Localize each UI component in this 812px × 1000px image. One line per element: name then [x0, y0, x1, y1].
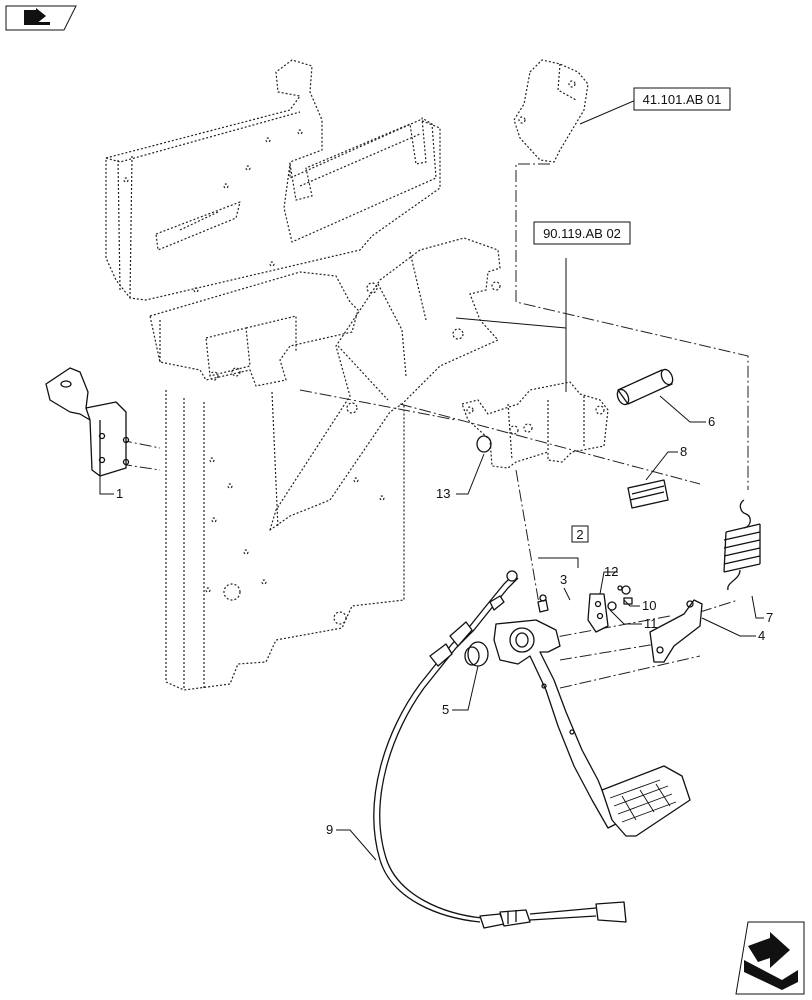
callout-13: 13 [436, 486, 450, 501]
pedal-assembly [493, 619, 691, 837]
callout-labels: 1 3 4 5 6 7 8 9 10 11 12 13 [116, 414, 773, 837]
leader-lines [99, 99, 764, 861]
group-marker-2: 2 [571, 525, 589, 543]
callout-8: 8 [680, 444, 687, 459]
back-arrow-icon [24, 8, 50, 25]
callout-3: 3 [560, 572, 567, 587]
part-8-pad [627, 479, 669, 509]
part-7-spring [723, 499, 761, 591]
callout-10: 10 [642, 598, 656, 613]
upper-bracket-phantom [513, 59, 589, 163]
callout-1: 1 [116, 486, 123, 501]
callout-7: 7 [766, 610, 773, 625]
part-12-plate [587, 593, 609, 633]
part-10-11-fasteners [607, 585, 633, 611]
group-marker-label: 2 [576, 527, 583, 542]
reference-link-41-101-ab-01[interactable]: 41.101.AB 01 [633, 87, 731, 111]
next-page-arrow-icon [744, 932, 798, 990]
reference-label-b: 90.119.AB 02 [543, 226, 621, 241]
callout-11: 11 [644, 616, 658, 631]
part-1-bracket [45, 367, 130, 477]
cab-frame-phantom [105, 59, 501, 691]
reference-label-a: 41.101.AB 01 [643, 92, 722, 107]
part-9-cable [373, 570, 627, 929]
part-6-pin [616, 368, 674, 406]
part-3-nipple [537, 594, 549, 613]
pedal-support-bracket-phantom [461, 381, 609, 469]
callout-12: 12 [604, 564, 618, 579]
callout-4: 4 [758, 628, 765, 643]
callout-9: 9 [326, 822, 333, 837]
callout-6: 6 [708, 414, 715, 429]
part-4-lever [649, 599, 703, 663]
part-13-ring [476, 435, 492, 453]
part-5-bushing [464, 641, 489, 667]
callout-5: 5 [442, 702, 449, 717]
next-page-button[interactable] [735, 921, 805, 995]
back-button[interactable] [5, 5, 77, 31]
reference-link-90-119-ab-02[interactable]: 90.119.AB 02 [533, 221, 631, 245]
